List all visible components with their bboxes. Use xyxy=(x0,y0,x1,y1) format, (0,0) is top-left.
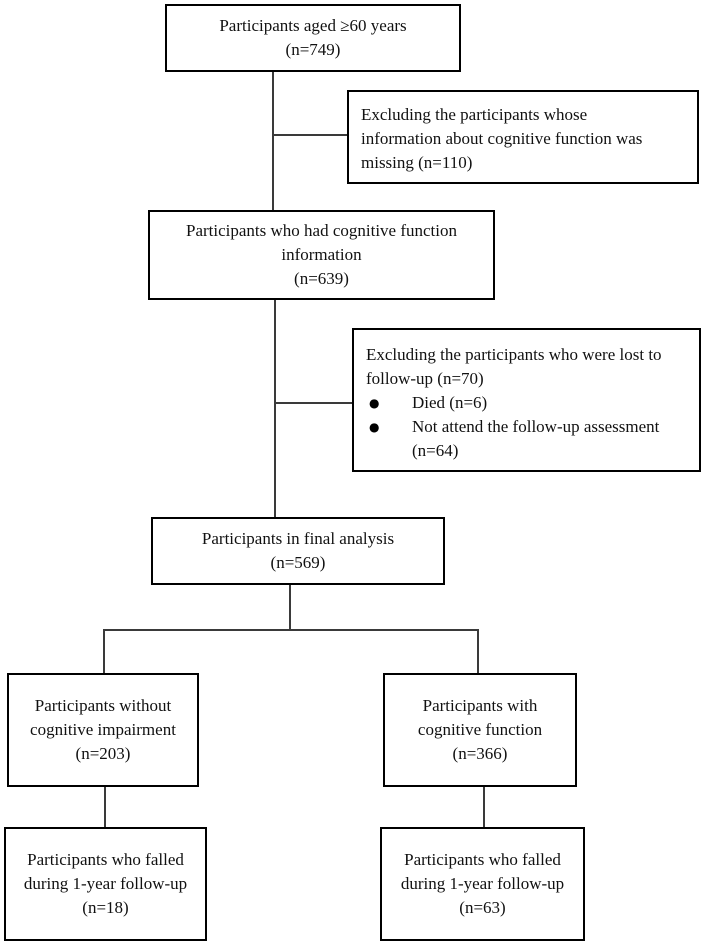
box-count-line: (n=569) xyxy=(270,553,326,572)
box-count-line: (n=203) xyxy=(75,744,131,763)
box-text-line: missing (n=110) xyxy=(361,153,473,172)
connector-cognitive-down xyxy=(274,300,276,517)
box-text-line: Participants who had cognitive function xyxy=(186,221,457,240)
box-text-line: Participants in final analysis xyxy=(201,529,395,548)
box-text-line: Participants without xyxy=(34,696,172,715)
box-text-line: during 1-year follow-up xyxy=(400,874,565,893)
box-with-cognitive-function: Participants with cognitive function (n=… xyxy=(383,673,577,787)
box-text-line: cognitive impairment xyxy=(30,720,176,739)
box-text-line: Participants who falled xyxy=(404,850,561,869)
connector-without-to-fell xyxy=(104,787,106,827)
box-fell-without-impairment: Participants who falled during 1-year fo… xyxy=(4,827,207,941)
box-count-line: (n=63) xyxy=(459,898,506,917)
bullet-item-died: ● Died (n=6) xyxy=(366,391,689,415)
box-excluded-lost-followup: Excluding the participants who were lost… xyxy=(352,328,701,472)
box-final-analysis: Participants in final analysis (n=569) xyxy=(151,517,445,585)
connector-final-down xyxy=(289,585,291,631)
bullet-count-line: (n=64) xyxy=(412,441,459,460)
box-participants-aged: Participants aged ≥60 years (n=749) xyxy=(165,4,461,72)
connector-split-left-down xyxy=(103,629,105,673)
box-text-line: Participants aged ≥60 years xyxy=(219,16,407,35)
box-cognitive-information: Participants who had cognitive function … xyxy=(148,210,495,300)
box-text-line: cognitive function xyxy=(417,720,543,739)
box-text-line: Excluding the participants whose xyxy=(361,105,588,124)
box-count-line: (n=749) xyxy=(285,40,341,59)
box-text-line: follow-up (n=70) xyxy=(366,369,484,388)
connector-aged-down xyxy=(272,72,274,210)
bullet-icon: ● xyxy=(369,396,380,410)
box-count-line: (n=639) xyxy=(294,269,349,288)
box-text-line: during 1-year follow-up xyxy=(23,874,188,893)
box-text-line: information about cognitive function was xyxy=(361,129,643,148)
box-without-cognitive-impairment: Participants without cognitive impairmen… xyxy=(7,673,199,787)
connector-split-right-down xyxy=(477,629,479,673)
box-count-line: (n=366) xyxy=(452,744,508,763)
connector-split-horizontal xyxy=(103,629,479,631)
bullet-text: Not attend the follow-up assessment (n=6… xyxy=(412,415,689,463)
box-text-line: Participants who falled xyxy=(27,850,184,869)
box-excluded-missing-info: Excluding the participants whose informa… xyxy=(347,90,699,184)
bullet-icon: ● xyxy=(369,420,380,434)
box-count-line: (n=18) xyxy=(82,898,129,917)
bullet-text-line: Not attend the follow-up assessment xyxy=(412,417,660,436)
box-text-line: Excluding the participants who were lost… xyxy=(366,345,662,364)
bullet-item-not-attend: ● Not attend the follow-up assessment (n… xyxy=(366,415,689,463)
box-text-line: information xyxy=(281,245,362,264)
connector-with-to-fell xyxy=(483,787,485,827)
box-text-line: Participants with xyxy=(422,696,538,715)
box-fell-with-function: Participants who falled during 1-year fo… xyxy=(380,827,585,941)
connector-branch-excluded-lost xyxy=(274,402,352,404)
connector-branch-excluded-missing xyxy=(272,134,347,136)
bullet-text: Died (n=6) xyxy=(412,393,488,412)
